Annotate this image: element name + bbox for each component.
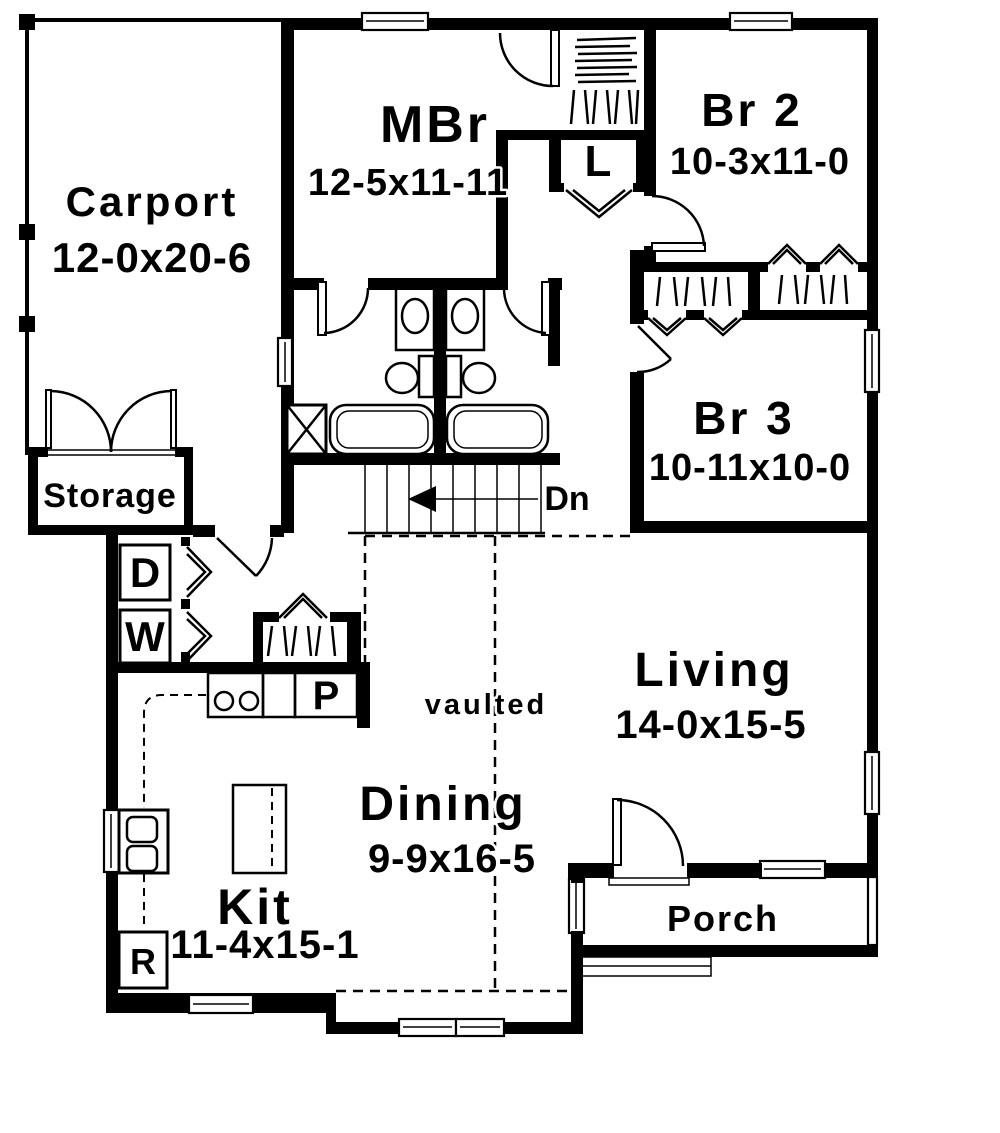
- room-dims-kitchen: 11-4x15-1: [170, 923, 359, 967]
- window-br3-right: [863, 328, 881, 394]
- closet-rod-hatching: [569, 89, 640, 125]
- burner-icon: [238, 690, 260, 712]
- pantry-label: P: [313, 674, 340, 718]
- porch-rail: [866, 875, 879, 947]
- stairs-down-label: Dn: [544, 480, 589, 518]
- br2-br3-area: [630, 18, 878, 533]
- hall-bath-door: [502, 281, 551, 336]
- window-bath-west: [276, 336, 294, 388]
- refrigerator-box: [117, 930, 169, 990]
- br3-closet-bifold-doors: [647, 317, 743, 337]
- staircase: [348, 465, 545, 535]
- pantry-cabinet: [293, 671, 359, 719]
- kitchen-sink: [117, 808, 170, 875]
- carport-pilaster: [19, 224, 35, 240]
- kitchen-fixtures: [117, 662, 370, 990]
- room-dims-dining: 9-9x16-5: [368, 837, 536, 881]
- washer-box: [118, 608, 172, 665]
- storage-room: [28, 389, 194, 535]
- porch-steps: [580, 956, 712, 977]
- window-living-right: [863, 750, 881, 816]
- front-door: [608, 798, 690, 886]
- shower-unit: [285, 403, 328, 456]
- window-living-bottom: [758, 859, 827, 880]
- room-label-porch: Porch: [667, 898, 779, 939]
- br2-closet-hatching: [777, 274, 849, 305]
- window-mbr-top: [360, 11, 430, 32]
- br2-door: [651, 194, 706, 252]
- counter-cabinet: [261, 671, 297, 719]
- vanity-sink: [394, 285, 486, 352]
- dryer-label: D: [130, 549, 160, 596]
- room-label-mbr: MBr: [380, 96, 490, 154]
- window-dining-bottom: [397, 1017, 506, 1038]
- room-dims-br2: 10-3x11-0: [670, 141, 850, 183]
- room-label-kitchen: Kit: [217, 879, 293, 935]
- window-porch-left: [567, 877, 586, 935]
- kitchen-island: [231, 783, 288, 875]
- mbr-closet-area: [496, 29, 648, 290]
- refrigerator-label: R: [130, 941, 156, 982]
- window-kitchen-bottom: [187, 993, 255, 1015]
- bathrooms: [283, 278, 562, 465]
- window-br2-top: [728, 11, 794, 32]
- living-porch-structure: [568, 798, 879, 1034]
- laundry-area: [106, 537, 365, 673]
- room-dims-carport: 12-0x20-6: [52, 234, 252, 281]
- room-label-dining: Dining: [359, 778, 526, 831]
- counter-edge: [143, 694, 206, 808]
- br3-closet-hatching: [655, 276, 732, 307]
- room-dims-br3: 10-11x10-0: [649, 447, 851, 489]
- br2-closet-bifold-doors: [767, 243, 859, 265]
- dryer-box: [118, 543, 172, 602]
- carport-pilaster: [19, 14, 35, 30]
- carport-pilaster: [19, 316, 35, 332]
- washer-label: W: [125, 613, 165, 660]
- storage-double-door: [45, 389, 177, 453]
- linen-closet-label: L: [585, 137, 612, 186]
- burner-icon: [213, 690, 235, 712]
- room-label-living: Living: [634, 644, 793, 697]
- room-label-br2: Br 2: [701, 84, 802, 136]
- breezeway-door: [193, 525, 284, 577]
- toilet: [384, 354, 497, 399]
- closet-shelf-hatching: [574, 36, 638, 84]
- exterior-walls: [106, 18, 878, 1034]
- room-label-carport: Carport: [66, 178, 239, 225]
- room-label-br3: Br 3: [693, 392, 794, 444]
- pantry-closet: [253, 592, 361, 662]
- room-dims-living: 14-0x15-5: [615, 703, 806, 747]
- window-kitchen-left: [102, 808, 121, 874]
- vaulted-label: vaulted: [425, 689, 548, 721]
- room-dims-mbr: 12-5x11-11: [308, 162, 508, 204]
- bathtub: [328, 403, 550, 456]
- laundry-bifold-doors: [186, 546, 213, 662]
- ceiling-break-lines: [336, 534, 630, 993]
- stairs-down-arrow: [408, 486, 538, 512]
- room-label-storage: Storage: [43, 477, 177, 515]
- br3-door: [636, 325, 672, 374]
- mbr-closet-door: [498, 29, 560, 88]
- master-bath-door: [317, 281, 370, 336]
- carport-structure: [19, 14, 285, 455]
